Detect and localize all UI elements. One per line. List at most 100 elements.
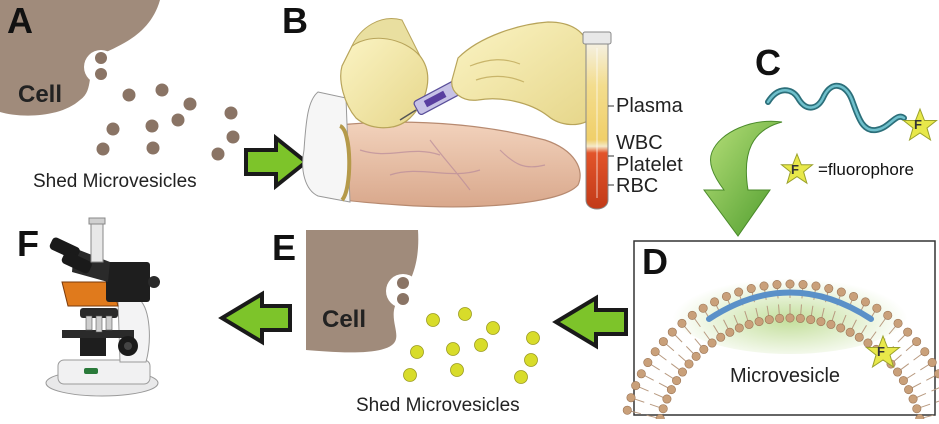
left-arrow-icon bbox=[552, 294, 628, 350]
vesicle bbox=[410, 345, 424, 359]
lipid-head bbox=[920, 347, 930, 357]
panel-b bbox=[302, 18, 614, 210]
microscope-icon bbox=[45, 217, 160, 397]
lipid-head bbox=[927, 358, 937, 368]
cell-shape bbox=[0, 0, 160, 116]
lipid-head bbox=[677, 318, 687, 328]
lipid-head bbox=[622, 405, 632, 415]
panel-letter-c: C bbox=[755, 42, 781, 83]
fluorescence-shield bbox=[61, 281, 119, 307]
microscope-stage bbox=[62, 330, 134, 338]
lipid-tail bbox=[935, 400, 939, 403]
lipid-head bbox=[764, 315, 774, 325]
vesicle bbox=[106, 122, 120, 136]
panel-d bbox=[622, 240, 939, 424]
focus-knob-inner bbox=[124, 342, 132, 350]
vesicle bbox=[474, 338, 488, 352]
lipid-head bbox=[684, 359, 694, 369]
vesicle bbox=[122, 88, 136, 102]
lipid-head bbox=[716, 332, 726, 342]
caption-shed-microvesicles: Shed Microvesicles bbox=[356, 395, 520, 416]
budding-vesicle bbox=[397, 293, 409, 305]
lipid-head bbox=[898, 376, 908, 386]
tube-label-rbc: RBC bbox=[616, 175, 659, 197]
lipid-head bbox=[734, 287, 744, 297]
vesicle bbox=[446, 342, 460, 356]
tube-label-plasma: Plasma bbox=[616, 95, 683, 117]
budding-vesicle bbox=[397, 277, 409, 289]
lipid-head bbox=[824, 284, 834, 294]
arm-veins bbox=[359, 139, 546, 191]
lipid-head bbox=[893, 367, 903, 377]
lipid-head bbox=[912, 337, 922, 347]
lipid-head bbox=[854, 332, 864, 342]
lipid-head bbox=[785, 279, 795, 289]
fluorophore-star-icon bbox=[865, 334, 901, 369]
lipid-head bbox=[734, 323, 744, 333]
lipid-head bbox=[845, 327, 855, 337]
lipid-head bbox=[691, 351, 701, 361]
vesicle bbox=[145, 119, 159, 133]
vesicle bbox=[426, 313, 440, 327]
lipid-head bbox=[785, 313, 795, 323]
lipid-head bbox=[687, 310, 697, 320]
panel-letter-b: B bbox=[282, 0, 308, 41]
lipid-head bbox=[754, 317, 764, 327]
left-arrow-icon bbox=[218, 290, 292, 346]
nosepiece bbox=[80, 308, 118, 318]
lipid-head bbox=[698, 303, 708, 313]
curved-down-arrow-icon bbox=[703, 120, 783, 237]
shed-vesicle-cluster bbox=[403, 307, 540, 384]
lipid-head bbox=[826, 319, 836, 329]
panel-a bbox=[0, 0, 240, 161]
microscope-foot bbox=[57, 359, 151, 385]
lipid-head bbox=[849, 291, 859, 301]
peptide-ribbon bbox=[765, 83, 907, 134]
budding-pocket bbox=[84, 50, 118, 84]
lipid-head bbox=[872, 303, 882, 313]
vesicle bbox=[226, 130, 240, 144]
vesicle bbox=[96, 142, 110, 156]
vesicle bbox=[526, 331, 540, 345]
fluorophore-star-icon bbox=[780, 152, 814, 185]
vesicle bbox=[155, 83, 169, 97]
lipid-head bbox=[759, 281, 769, 291]
lipid-head bbox=[707, 338, 717, 348]
objective-lens bbox=[95, 315, 103, 333]
panel-c bbox=[765, 83, 938, 185]
lipid-head bbox=[912, 404, 922, 414]
microvesicle-label: Microvesicle bbox=[730, 365, 841, 387]
vesicle bbox=[524, 353, 538, 367]
vesicle bbox=[211, 147, 225, 161]
lipid-head bbox=[798, 280, 808, 290]
lipid-head bbox=[775, 313, 785, 323]
vesicle bbox=[146, 141, 160, 155]
lipid-head bbox=[795, 313, 805, 323]
vesicle bbox=[458, 307, 472, 321]
panel-letter-f: F bbox=[17, 223, 39, 264]
fluorophore-legend-text: =fluorophore bbox=[818, 160, 914, 179]
lipid-head bbox=[863, 338, 873, 348]
lipid-head bbox=[677, 367, 687, 377]
lipid-head bbox=[811, 281, 821, 291]
eyepiece bbox=[61, 251, 92, 274]
lipid-head bbox=[806, 315, 816, 325]
panel-letter-e: E bbox=[272, 227, 297, 268]
lipid-head bbox=[650, 347, 660, 357]
tourniquet bbox=[338, 124, 352, 202]
left-glove-cuff bbox=[350, 18, 421, 57]
lipid-head bbox=[883, 310, 893, 320]
cell-label: Cell bbox=[322, 306, 367, 333]
lipid-head bbox=[658, 337, 668, 347]
lipid-head bbox=[666, 385, 676, 395]
vesicle bbox=[171, 113, 185, 127]
panel-e bbox=[306, 230, 540, 384]
lipid-head bbox=[746, 284, 756, 294]
lipid-head bbox=[836, 323, 846, 333]
lipid-tail bbox=[931, 387, 939, 392]
lipid-head bbox=[903, 327, 913, 337]
vesicle bbox=[403, 368, 417, 382]
lipid-head bbox=[699, 344, 709, 354]
lipid-head bbox=[893, 318, 903, 328]
